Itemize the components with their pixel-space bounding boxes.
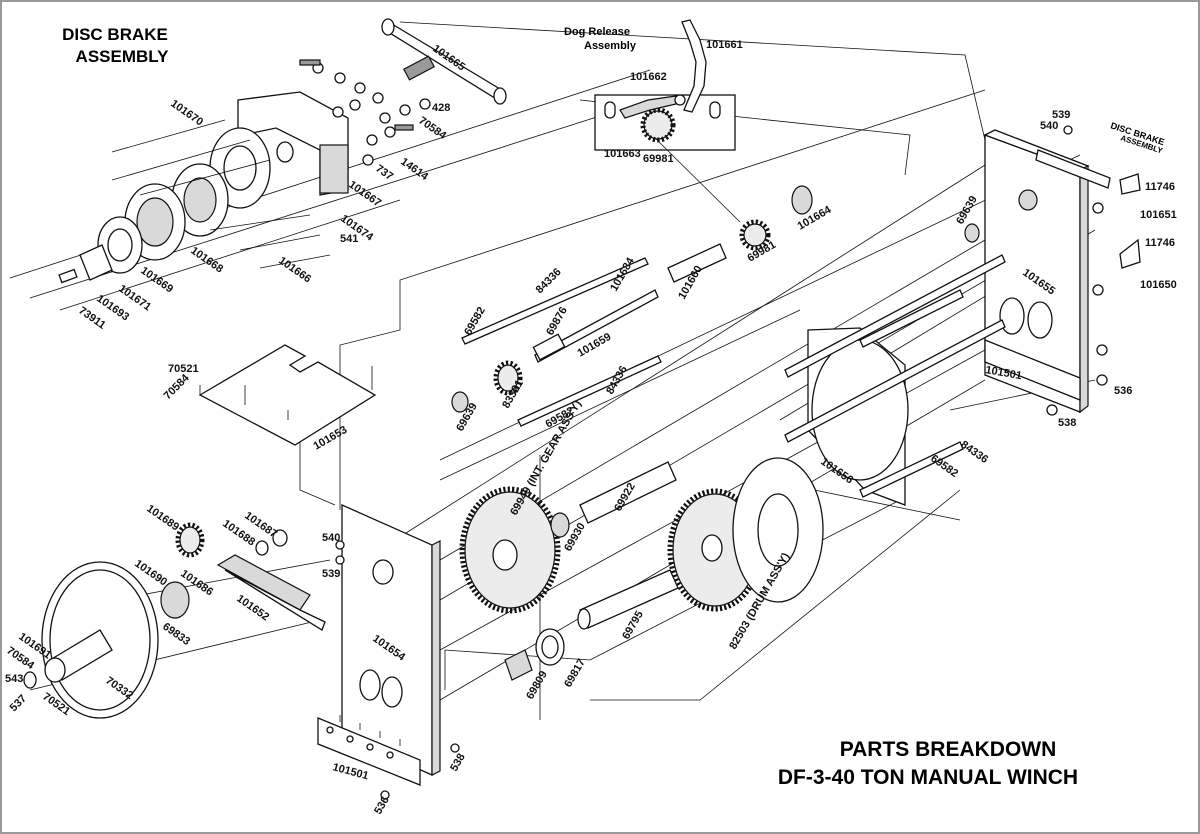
callout: 69981 — [643, 153, 674, 165]
upper-shaft-components — [451, 185, 980, 427]
callout: 84336 — [958, 439, 990, 466]
brake-studs — [111, 119, 331, 269]
callout: 101501 — [331, 761, 370, 782]
brake-key — [58, 268, 78, 284]
brake-fasteners — [299, 59, 431, 166]
release-lever — [681, 19, 707, 113]
lever-101652 — [216, 554, 311, 611]
callout: 428 — [432, 102, 450, 114]
bushing-69639-left — [451, 391, 469, 413]
callout: 538 — [1058, 417, 1076, 429]
callout: 84336 — [534, 266, 564, 296]
hub-101690 — [160, 581, 190, 619]
bushing-69639-right — [964, 223, 980, 243]
callout: 540 — [322, 532, 340, 544]
callout: 14614 — [398, 156, 431, 184]
callout: 69809 — [524, 669, 550, 701]
callout: 70584 — [416, 115, 449, 143]
threaded-pin — [403, 55, 435, 81]
callout: 69949 (INT. GEAR ASS'Y) — [508, 398, 584, 517]
shaft-101659 — [534, 289, 659, 363]
bushing-69809 — [504, 649, 533, 681]
callout: 69876 — [544, 305, 570, 337]
crossbar-101501-bottom — [317, 717, 421, 786]
callout: 69639 — [954, 194, 980, 226]
callout: 101689 — [144, 503, 181, 534]
disc-brake-assembly — [58, 18, 507, 284]
main-gears — [459, 457, 824, 681]
rod-upper — [461, 257, 649, 345]
disc-brake-subtitle: ASSEMBLY — [76, 47, 170, 66]
washer-101688 — [255, 540, 269, 556]
brake-spacer — [276, 141, 294, 163]
hand-crank-assembly — [23, 522, 326, 719]
callout: 101663 — [604, 148, 641, 160]
sleeve-101660 — [667, 243, 727, 283]
callout: 536 — [1114, 385, 1132, 397]
collar-101664 — [791, 185, 813, 215]
callout: 101668 — [188, 245, 225, 276]
left-side-plate — [317, 503, 460, 800]
parts-breakdown-title: PARTS BREAKDOWN — [840, 738, 1057, 761]
dog-release-subtitle: Assembly — [584, 40, 637, 52]
callout: 101651 — [1140, 209, 1177, 221]
brake-bracket-right — [1035, 149, 1111, 189]
shaft-69922 — [579, 461, 677, 524]
callout: 543 — [5, 673, 23, 685]
callout: 538 — [448, 752, 468, 774]
callout: 69817 — [562, 657, 588, 689]
washer-101687 — [272, 529, 288, 547]
disc-brake-title: DISC BRAKE — [62, 25, 168, 44]
callout: 69833 — [160, 621, 192, 648]
right-side-plate — [983, 125, 1141, 416]
callout: 540 — [1040, 120, 1058, 132]
model-title: DF-3-40 TON MANUAL WINCH — [778, 766, 1078, 789]
crossbar-bolts — [339, 715, 401, 746]
brake-bushing — [79, 244, 113, 281]
callout: 101667 — [346, 179, 383, 210]
callout: 541 — [340, 233, 358, 245]
callout: 539 — [322, 568, 340, 580]
center-frame — [784, 254, 1006, 506]
callout: 69795 — [620, 609, 646, 641]
callout: 101661 — [706, 39, 743, 51]
callout: 537 — [8, 693, 29, 714]
callout: 101650 — [1140, 279, 1177, 291]
callout: 70584 — [162, 371, 193, 402]
callout: 70521 — [168, 363, 199, 375]
callout: 536 — [372, 795, 392, 817]
callout: 101652 — [234, 593, 271, 624]
crossbar-101501-right — [984, 339, 1081, 401]
callout: 11746 — [1145, 237, 1175, 249]
callout: 101670 — [168, 98, 205, 129]
frame-rods — [784, 254, 1006, 378]
callout: 101669 — [138, 265, 175, 296]
callout: 11746 — [1145, 181, 1175, 193]
callout: 539 — [1052, 109, 1070, 121]
base-plate-101653 — [198, 344, 377, 446]
rod-mid — [517, 355, 662, 427]
dog-release-title: Dog Release — [564, 26, 630, 38]
callout: 737 — [373, 163, 395, 183]
washer-69930 — [550, 512, 570, 538]
callout: 73911 — [76, 305, 107, 332]
callout: 101662 — [630, 71, 667, 83]
dog-pawl — [619, 95, 677, 119]
dog-release-assembly — [594, 19, 741, 223]
